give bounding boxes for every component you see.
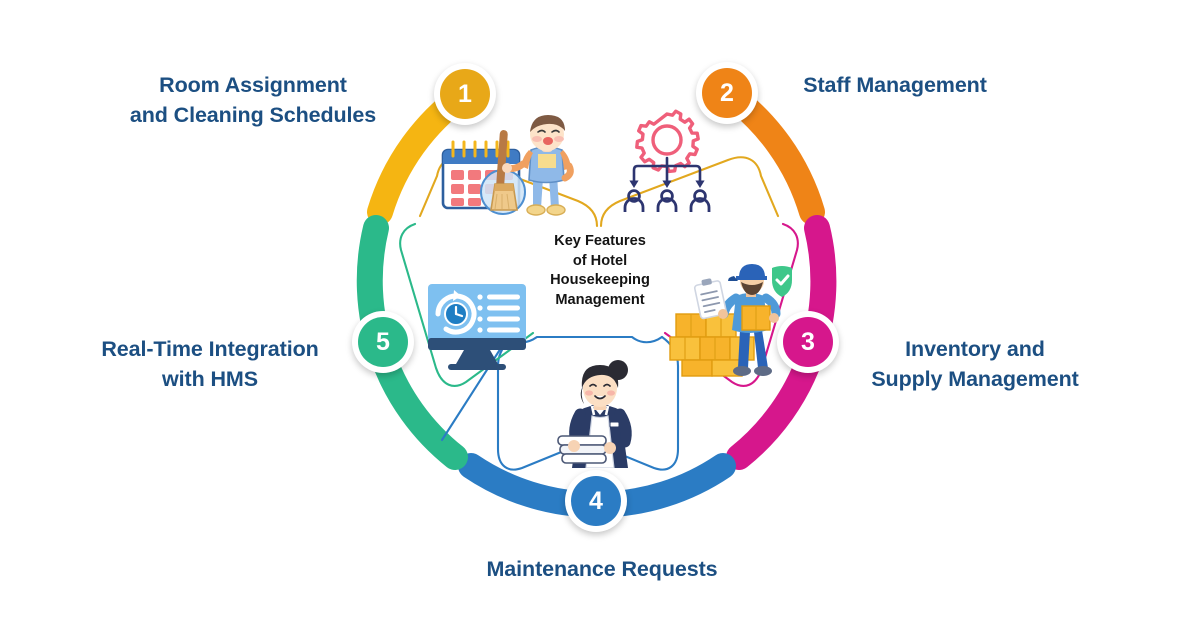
- segment-badge-1-number: 1: [440, 69, 490, 119]
- segment-badge-2-number: 2: [702, 68, 752, 118]
- segment-label-2: Staff Management: [803, 73, 987, 97]
- warehouse-worker-boxes-clipboard-icon: [668, 258, 796, 380]
- inner-petal-2: [599, 156, 780, 228]
- center-caption: Key Features of Hotel Housekeeping Manag…: [550, 233, 650, 308]
- segment-badge-3-number: 3: [783, 317, 833, 367]
- segment-badge-2[interactable]: 2: [696, 62, 758, 124]
- segment-badge-5[interactable]: 5: [352, 311, 414, 373]
- segment-label-4: Maintenance Requests: [486, 557, 718, 581]
- segment-label-3: Inventory and Supply Management: [871, 337, 1079, 391]
- cleaner-with-broom-and-calendar-icon: [437, 112, 587, 222]
- gear-org-chart-people-icon: [612, 108, 722, 214]
- segment-badge-4[interactable]: 4: [565, 470, 627, 532]
- monitor-realtime-sync-clock-icon: [424, 280, 530, 376]
- segment-badge-5-number: 5: [358, 317, 408, 367]
- housekeeper-with-towels-icon: [548, 360, 652, 469]
- inner-petal-5: [399, 222, 535, 387]
- segment-badge-3[interactable]: 3: [777, 311, 839, 373]
- segment-label-5: Real-Time Integration with HMS: [101, 337, 319, 391]
- segment-badge-1[interactable]: 1: [434, 63, 496, 125]
- segment-badge-4-number: 4: [571, 476, 621, 526]
- segment-label-1: Room Assignment and Cleaning Schedules: [129, 73, 377, 127]
